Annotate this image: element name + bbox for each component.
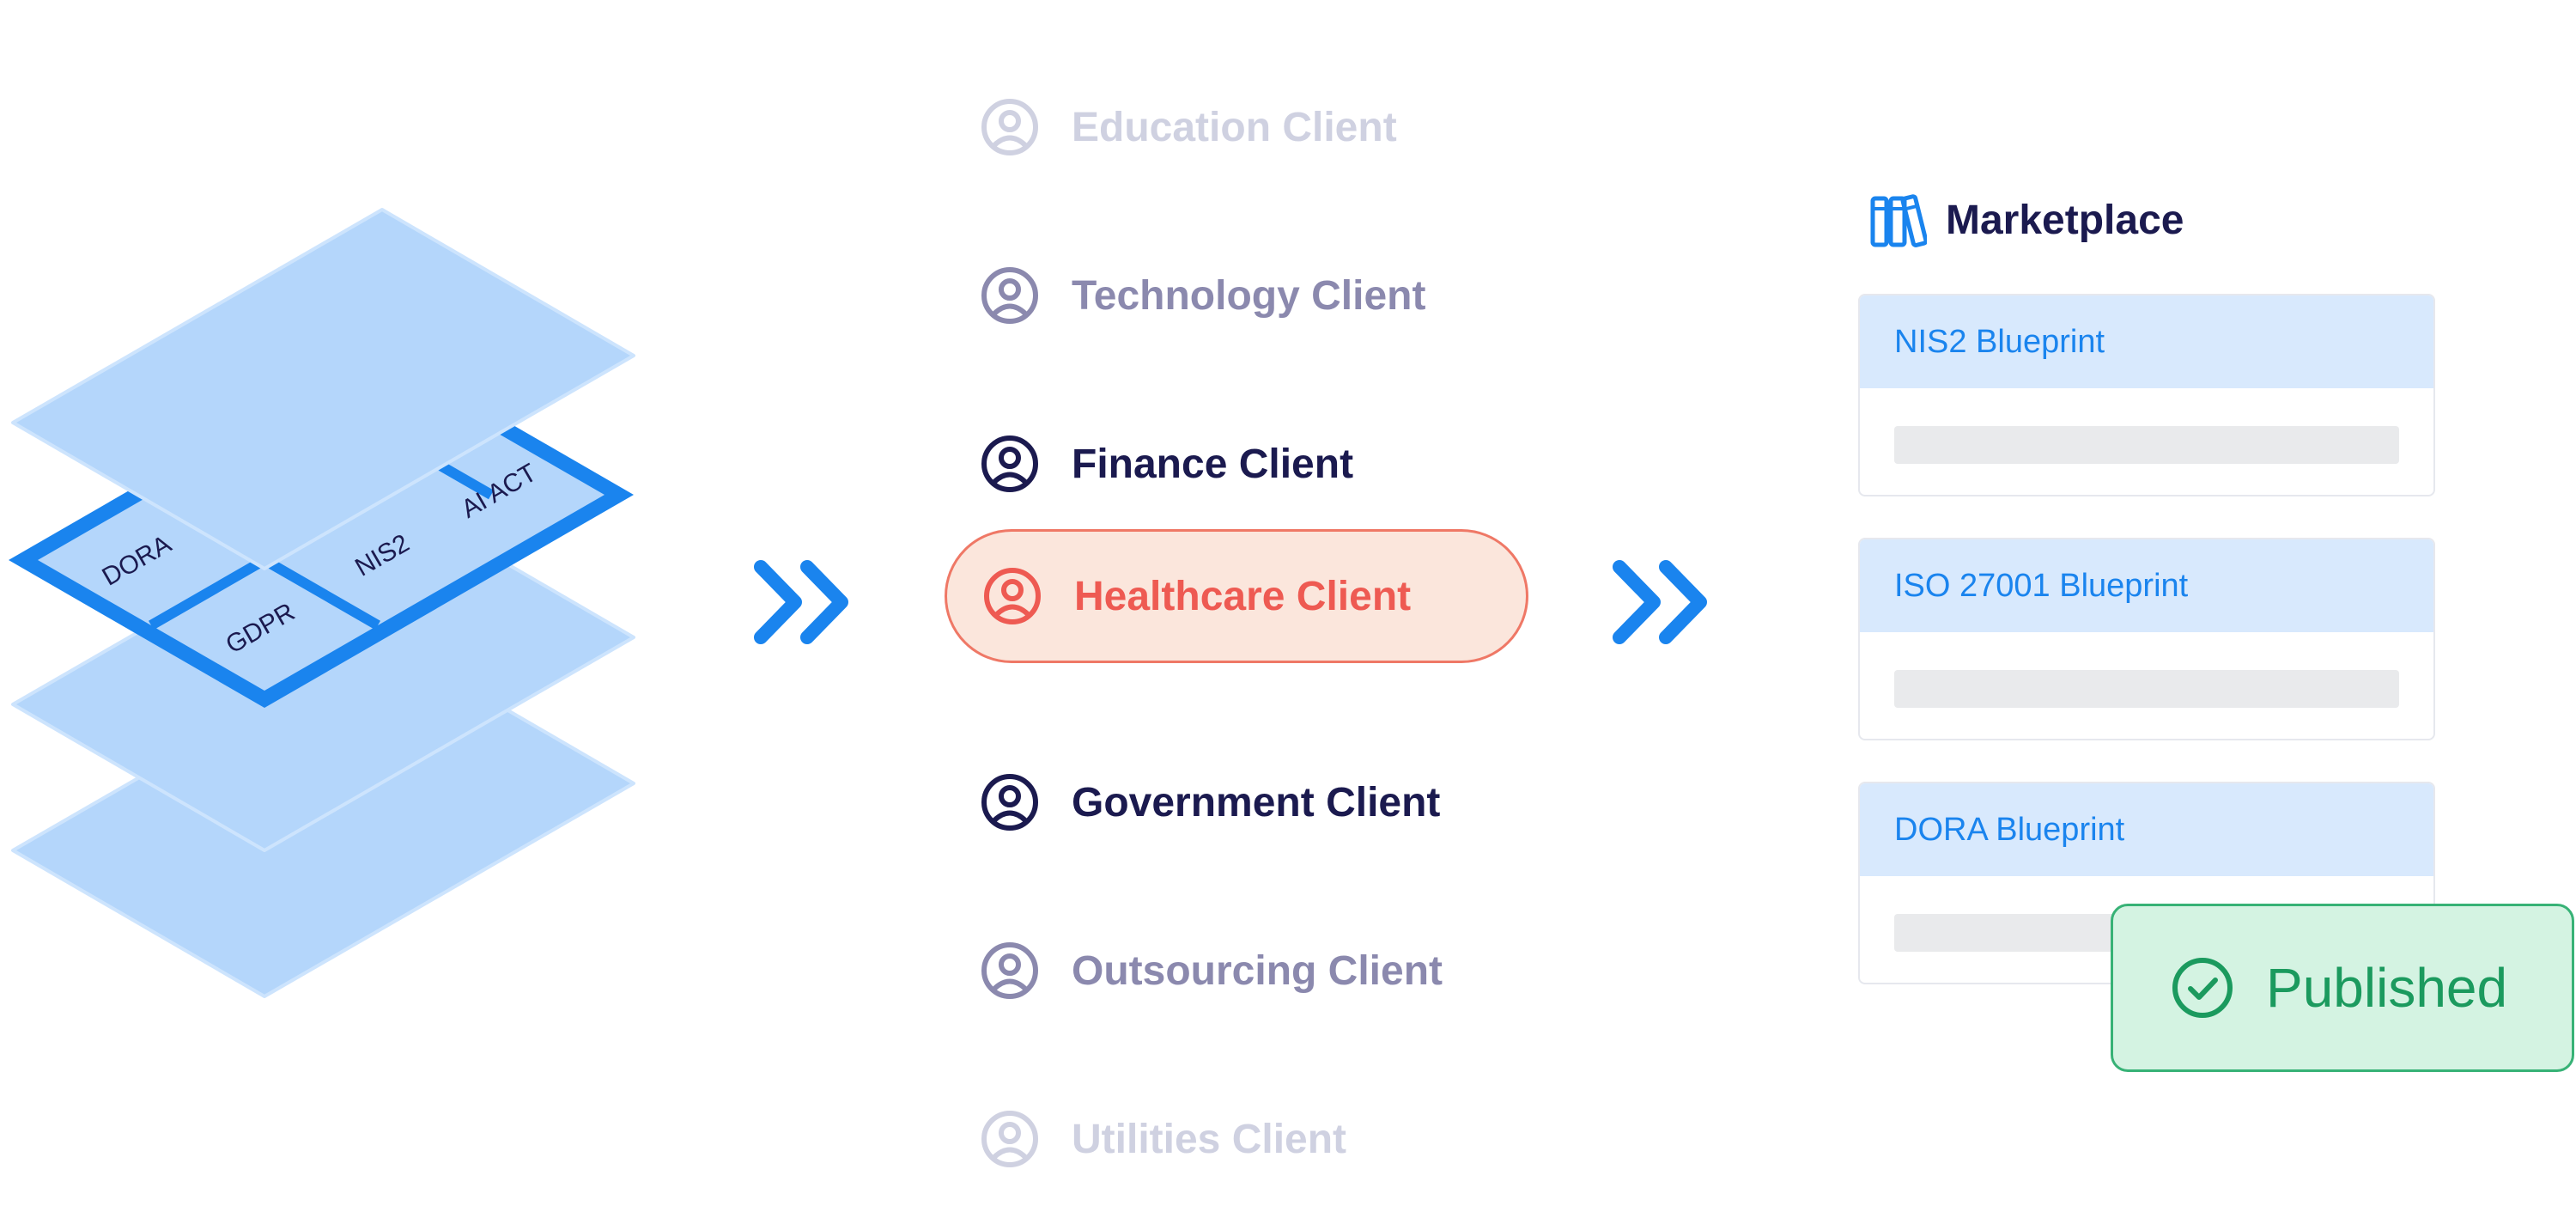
client-item-finance[interactable]: Finance Client	[945, 397, 1528, 531]
double-chevron-right-icon	[1613, 560, 1707, 644]
blueprint-title: NIS2 Blueprint	[1860, 295, 2433, 388]
placeholder-bar	[1894, 426, 2399, 464]
marketplace-header: Marketplace	[1868, 186, 2184, 254]
layer-top	[11, 208, 635, 570]
marketplace-title: Marketplace	[1946, 197, 2184, 243]
client-label: Education Client	[1072, 104, 1397, 150]
client-label: Utilities Client	[1072, 1116, 1347, 1162]
client-item-outsourcing[interactable]: Outsourcing Client	[945, 904, 1528, 1038]
client-item-education[interactable]: Education Client	[945, 60, 1528, 194]
user-circle-icon	[981, 99, 1038, 155]
client-list: Education Client Technology Client Finan…	[945, 34, 1546, 1167]
user-circle-icon	[981, 774, 1038, 831]
client-item-healthcare[interactable]: Healthcare Client	[945, 529, 1528, 663]
published-label: Published	[2266, 957, 2508, 1019]
client-label: Technology Client	[1072, 272, 1426, 319]
user-circle-icon	[984, 568, 1041, 624]
user-circle-icon	[981, 942, 1038, 999]
client-label: Finance Client	[1072, 441, 1354, 487]
client-item-government[interactable]: Government Client	[945, 735, 1528, 869]
client-item-technology[interactable]: Technology Client	[945, 228, 1528, 362]
client-item-utilities[interactable]: Utilities Client	[945, 1072, 1528, 1206]
user-circle-icon	[981, 267, 1038, 324]
books-icon	[1870, 194, 1927, 247]
blueprint-title: ISO 27001 Blueprint	[1860, 539, 2433, 632]
client-label: Government Client	[1072, 779, 1441, 825]
double-chevron-right-icon	[754, 560, 848, 644]
client-label: Healthcare Client	[1074, 573, 1412, 619]
user-circle-icon	[981, 436, 1038, 492]
blueprint-card-nis2[interactable]: NIS2 Blueprint	[1858, 294, 2435, 496]
user-circle-icon	[981, 1111, 1038, 1167]
client-label: Outsourcing Client	[1072, 947, 1443, 994]
blueprint-title: DORA Blueprint	[1860, 783, 2433, 876]
published-badge: Published	[2111, 904, 2574, 1072]
placeholder-bar	[1894, 670, 2399, 708]
framework-layers-diagram: DORA GDPR NIS2 AI ACT	[9, 208, 635, 998]
check-circle-icon	[2172, 958, 2233, 1018]
blueprint-card-iso27001[interactable]: ISO 27001 Blueprint	[1858, 538, 2435, 740]
